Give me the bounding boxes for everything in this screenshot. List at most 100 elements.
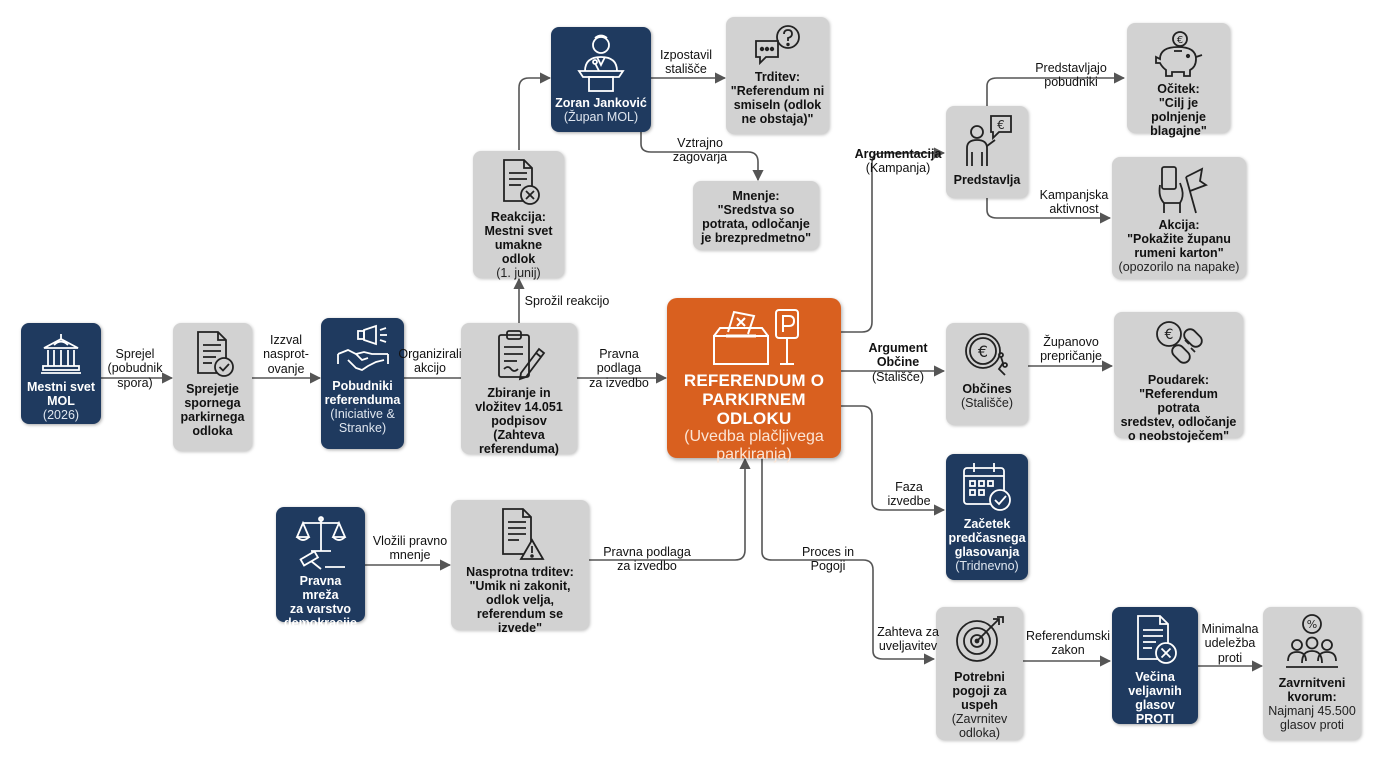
edge-label-bold: Argumentacija	[854, 147, 942, 161]
node-subtitle: (Zavrnitev odloka)	[951, 712, 1008, 740]
node-mestni-svet: Mestni svet MOL (2026)	[21, 323, 101, 424]
node-subtitle: (Iniciative & Stranke)	[330, 407, 395, 435]
node-zbiranje: Zbiranje in vložitev 14.051 podpisov (Za…	[461, 323, 577, 456]
clipboard-pen-icon	[498, 330, 546, 381]
edge-label-organizirali: Organizirali akcijo	[398, 347, 462, 376]
people-percent-icon: %	[1286, 614, 1338, 668]
node-subtitle: (Župan MOL)	[563, 110, 639, 124]
node-subtitle: (Stališče)	[960, 396, 1014, 410]
node-predstavlja: € Predstavlja	[946, 106, 1028, 198]
node-title: Občines	[962, 382, 1012, 396]
node-kvorum: % Zavrnitveni kvorum: Najmanj 45.500 gla…	[1263, 607, 1361, 740]
node-subtitle: (2026)	[42, 408, 80, 422]
document-cancel-icon	[502, 159, 540, 205]
svg-text:€: €	[1176, 35, 1182, 46]
edge-label-text: (Stališče)	[871, 369, 925, 384]
document-cancel-icon	[1137, 615, 1177, 664]
hand-flag-icon	[1158, 166, 1208, 214]
euro-coins-icon: €	[965, 333, 1008, 376]
node-potrebni: Potrebni pogoji za uspeh (Zavrnitev odlo…	[936, 607, 1023, 740]
edge-proces	[761, 459, 936, 665]
edge-label-argument-obcine: Argument Občine (Stališče)	[868, 341, 927, 384]
node-subtitle: (Tridnevno)	[955, 559, 1019, 573]
node-title: Reakcija: Mestni svet umakne odlok	[484, 210, 553, 266]
person-euro-speech-icon: €	[966, 115, 1012, 166]
edge-label-pravna-podlaga-1: Pravna podlaga za izvedbo	[589, 347, 649, 390]
scales-gavel-icon	[295, 516, 346, 570]
edge-label-faza: Faza izvedbe	[887, 480, 931, 509]
edge-label-referendumski: Referendumski zakon	[1025, 629, 1111, 658]
edge-label-kampanjska: Kampanjska aktivnost	[1039, 188, 1109, 217]
node-trditev: Trditev: "Referendum ni smiseln (odlok n…	[726, 17, 829, 134]
svg-text:€: €	[978, 342, 988, 361]
node-pobudniki: Pobudniki referenduma (Iniciative & Stra…	[321, 318, 404, 449]
edge-label-pravna-podlaga-2: Pravna podlaga za izvedbo	[603, 545, 691, 574]
node-title: Sprejetje spornega parkirnega odloka	[180, 382, 245, 438]
piggy-bank-euro-icon: €	[1154, 31, 1202, 77]
edge-label-predstavljajo: Predstavljajo pobudniki	[1035, 61, 1107, 90]
edge-label-zahteva: Zahteva za uveljavitev	[877, 625, 939, 654]
edge-argumentacija	[841, 147, 946, 333]
edge-label-sprejel: Sprejel (pobudnik spora)	[107, 347, 163, 390]
svg-text:€: €	[997, 118, 1005, 132]
euro-broken-chain-icon: €	[1155, 321, 1203, 364]
node-sprejetje: Sprejetje spornega parkirnega odloka	[173, 323, 252, 451]
node-title: REFERENDUM O PARKIRNEM ODLOKU	[683, 371, 825, 429]
city-hall-icon	[41, 334, 81, 374]
node-title: Očitek: "Cilj je polnjenje blagajne"	[1150, 82, 1207, 138]
node-title: Mnenje: "Sredstva so potrata, odločanje …	[700, 188, 812, 245]
node-title: Predstavlja	[953, 173, 1021, 187]
edge-pravna-podlaga-2	[589, 457, 751, 561]
edge-label-izpostavil: Izpostavil stališče	[659, 48, 713, 77]
edge-label-izzval: Izzval nasprot- ovanje	[263, 333, 309, 376]
node-subtitle: (1. junij)	[496, 266, 541, 280]
target-arrow-icon	[955, 616, 1004, 662]
speaker-podium-icon	[577, 34, 625, 92]
edge-kampanjska	[986, 198, 1112, 224]
node-pravna-mreza: Pravna mreža za varstvo demokracije	[276, 507, 365, 630]
node-title: Akcija: "Pokažite županu rumeni karton"	[1127, 218, 1231, 260]
svg-text:€: €	[1164, 327, 1173, 343]
edge-label-proces: Proces in Pogoji	[801, 545, 855, 574]
node-subtitle: Najmanj 45.500 glasov proti	[1268, 704, 1356, 732]
node-poudarek: € Poudarek: "Referendum potrata sredstev…	[1114, 312, 1243, 443]
document-warning-icon	[502, 508, 545, 560]
node-mnenje: Mnenje: "Sredstva so potrata, odločanje …	[693, 181, 819, 250]
document-check-icon	[196, 331, 234, 377]
node-title: Zavrnitveni kvorum:	[1278, 676, 1346, 704]
edge-label-bold: Argument Občine	[868, 341, 928, 370]
edge-predstavljajo	[986, 72, 1126, 106]
node-subtitle: (Uvedba plačljivega parkiranja)	[684, 428, 824, 463]
svg-text:%: %	[1307, 618, 1317, 631]
node-title: Zbiranje in vložitev 14.051 podpisov (Za…	[475, 386, 563, 456]
node-vecina: Večina veljavnih glasov PROTI	[1112, 607, 1198, 726]
node-title: Pobudniki referenduma	[324, 379, 401, 407]
edge-vztrajno	[640, 132, 764, 182]
node-title: Poudarek: "Referendum potrata sredstev, …	[1120, 373, 1237, 443]
edge-label-argumentacija: Argumentacija (Kampanja)	[855, 147, 942, 176]
node-title: Nasprotna trditev: "Umik ni zakonit, odl…	[466, 565, 574, 635]
node-nasprotna: Nasprotna trditev: "Umik ni zakonit, odl…	[451, 500, 589, 635]
megaphone-handshake-icon	[336, 324, 389, 371]
node-akcija: Akcija: "Pokažite županu rumeni karton" …	[1112, 157, 1246, 279]
node-reakcija: Reakcija: Mestni svet umakne odlok (1. j…	[473, 151, 564, 280]
calendar-check-icon	[963, 463, 1011, 511]
node-subtitle: (opozorilo na napake)	[1118, 260, 1240, 274]
node-zacetek: Začetek predčasnega glasovanja (Tridnevn…	[946, 454, 1028, 580]
node-title: Začetek predčasnega glasovanja	[948, 517, 1026, 559]
edge-reakcija-zoran	[518, 72, 552, 150]
edge-label-sprozil: Sprožil reakcijo	[524, 294, 610, 308]
edge-faza	[841, 405, 946, 516]
node-title: Mestni svet MOL	[26, 380, 96, 408]
edge-label-text: (Kampanja)	[865, 161, 931, 176]
node-title: Trditev: "Referendum ni smiseln (odlok n…	[730, 70, 825, 126]
ballot-box-parking-icon	[713, 309, 799, 365]
node-obcines: € Občines (Stališče)	[946, 323, 1028, 425]
edge-label-zupanovo: Županovo prepričanje	[1040, 335, 1102, 364]
node-title: Zoran Janković	[555, 96, 647, 110]
edge-label-vztrajno: Vztrajno zagovarja	[672, 136, 728, 165]
node-ocitek: € Očitek: "Cilj je polnjenje blagajne"	[1127, 23, 1230, 138]
speech-question-icon	[754, 25, 800, 66]
edge-label-vlozili: Vložili pravno mnenje	[372, 534, 448, 563]
